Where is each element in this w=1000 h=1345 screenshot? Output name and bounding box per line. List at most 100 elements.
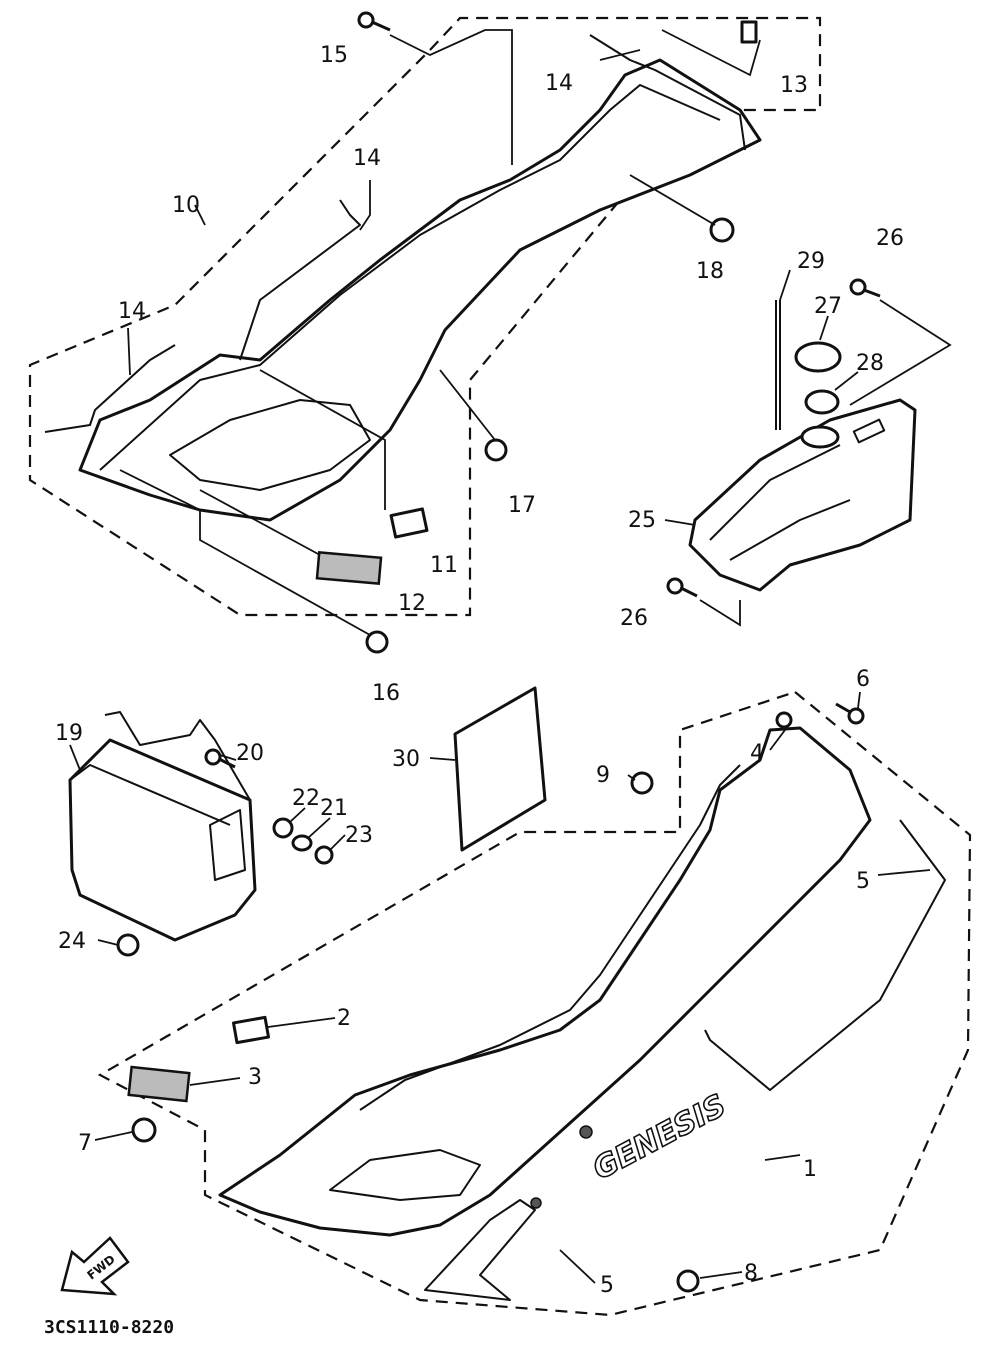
diagram-code: 3CS1110-8220: [44, 1317, 174, 1338]
washer-23: [314, 845, 334, 865]
pad-2: [232, 1015, 270, 1045]
leader-7: [94, 1131, 133, 1141]
leader-26-bottom: [699, 599, 741, 627]
callout-22: 22: [292, 786, 320, 811]
pad-11: [389, 507, 429, 539]
battery-box-group: [68, 711, 346, 957]
callout-8: 8: [744, 1261, 758, 1286]
leader-25: [664, 519, 696, 526]
battery-box-19: [68, 738, 257, 942]
callout-15: 15: [320, 43, 348, 68]
upper-frame-cover: [78, 58, 762, 522]
label-sticker-30: [453, 686, 547, 852]
callout-28: 28: [856, 351, 884, 376]
callout-25: 25: [628, 508, 656, 533]
side-cover-recess: [329, 1149, 481, 1201]
damper-24: [116, 933, 140, 957]
grommet-17: [484, 438, 508, 462]
bolt-15: [357, 11, 391, 32]
callout-4: 4: [750, 741, 764, 766]
rail-5-right: [704, 819, 946, 1091]
leader-29: [779, 269, 791, 301]
upper-assembly-group: [28, 11, 822, 654]
brand-logo: GENESIS: [587, 1088, 732, 1187]
callout-3: 3: [248, 1065, 262, 1090]
leader-14b: [359, 180, 371, 231]
leader-14a: [599, 49, 641, 61]
lower-group-boundary: [97, 690, 972, 1317]
pad-3: [127, 1065, 191, 1103]
callout-26-top: 26: [876, 226, 904, 251]
callout-2: 2: [337, 1006, 351, 1031]
side-cover-accent-strip: [424, 1199, 536, 1301]
fwd-arrow-icon: [60, 1236, 130, 1296]
leader-10: [194, 204, 206, 226]
callout-19: 19: [55, 721, 83, 746]
callout-5-right: 5: [856, 869, 870, 894]
leader-6: [857, 691, 861, 709]
callout-labels: 1 2 3 4 5 5 6 7 8 9 10 11 12 13 14 14 14…: [55, 43, 904, 1298]
fwd-arrow: FWD: [60, 1236, 130, 1296]
grommet-4: [775, 711, 793, 729]
oil-tank-25: [688, 398, 917, 592]
leader-18: [629, 174, 716, 226]
callout-6: 6: [856, 667, 870, 692]
upper-group-boundary: [28, 16, 822, 617]
leader-23: [329, 834, 346, 851]
callout-12: 12: [398, 591, 426, 616]
cap-27: [794, 341, 842, 373]
pad-12: [315, 550, 383, 586]
oil-tank-highlight: [709, 444, 851, 561]
leader-5-right: [877, 869, 931, 876]
leader-30: [429, 757, 456, 761]
callout-30: 30: [392, 747, 420, 772]
grommet-8: [676, 1269, 700, 1293]
leader-28: [834, 371, 859, 391]
grommet-16: [365, 630, 389, 654]
leader-24: [97, 939, 119, 946]
leader-22: [289, 807, 306, 823]
leader-27: [819, 315, 829, 341]
side-cover-group: GENESIS: [94, 686, 972, 1317]
upper-cover-inner-rail: [99, 84, 721, 471]
battery-box-rim: [69, 711, 251, 826]
callout-13: 13: [780, 73, 808, 98]
leader-11: [259, 369, 386, 510]
upper-bracket-rail: [239, 199, 361, 361]
callout-29: 29: [797, 249, 825, 274]
bolt-6: [835, 702, 865, 725]
upper-top-rail: [589, 34, 746, 151]
battery-box-tab: [209, 809, 246, 881]
callout-18: 18: [696, 259, 724, 284]
bolt-26-bottom: [666, 577, 698, 598]
callout-24: 24: [58, 929, 86, 954]
screw-hole: [579, 1125, 593, 1139]
grommet-18: [709, 217, 735, 243]
upper-cover-recess: [169, 399, 371, 491]
leader-9: [627, 774, 636, 781]
oil-tank-group: [664, 269, 952, 627]
callout-20: 20: [236, 741, 264, 766]
upper-side-rail: [44, 344, 176, 433]
callout-27: 27: [814, 294, 842, 319]
callout-14-top: 14: [545, 71, 573, 96]
leader-26-top: [849, 299, 952, 406]
leader-2: [267, 1017, 336, 1028]
screw-hole-2: [530, 1197, 542, 1209]
callout-11: 11: [430, 553, 458, 578]
bolt-26-top: [849, 278, 881, 298]
callout-16: 16: [372, 681, 400, 706]
leader-21: [307, 817, 331, 839]
callout-23: 23: [345, 823, 373, 848]
callout-7: 7: [78, 1131, 92, 1156]
bracket-slot: [852, 418, 886, 444]
callout-9: 9: [596, 763, 610, 788]
callout-1: 1: [803, 1157, 817, 1182]
side-cover-top-rail: [359, 764, 741, 1111]
callout-14-left: 14: [118, 299, 146, 324]
leader-17: [439, 369, 496, 441]
collar-22: [272, 817, 294, 839]
oil-filler-neck: [800, 425, 840, 449]
callout-10: 10: [172, 193, 200, 218]
callout-21: 21: [320, 796, 348, 821]
